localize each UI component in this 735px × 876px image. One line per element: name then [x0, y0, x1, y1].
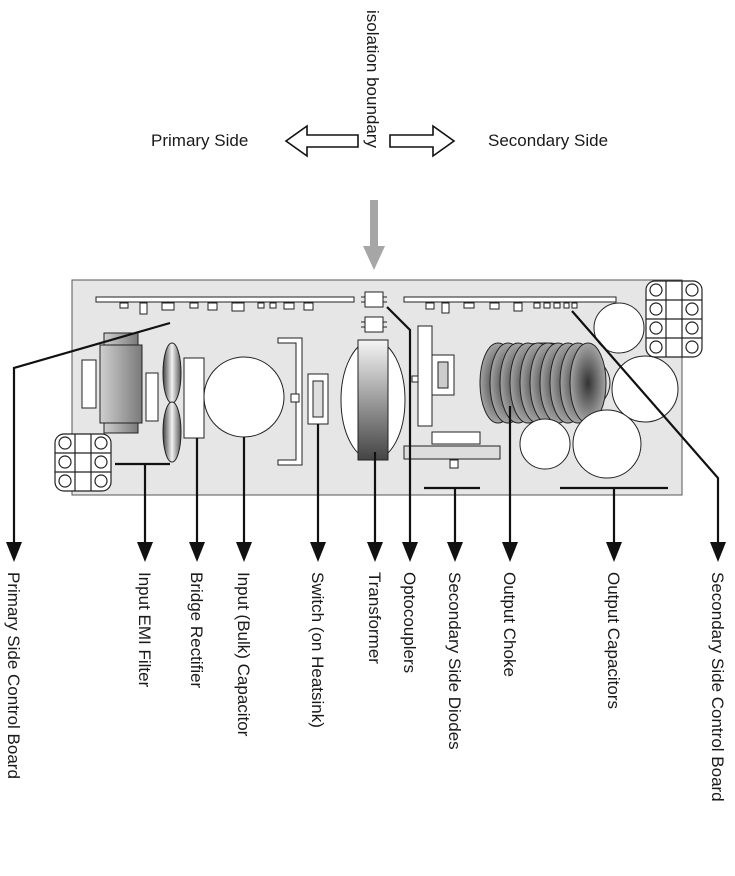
arrowhead-icon: [6, 542, 22, 562]
arrowhead-icon: [402, 542, 418, 562]
arrowhead-icon: [710, 542, 726, 562]
arrowhead-icon: [310, 542, 326, 562]
primary-side-label: Primary Side: [151, 131, 248, 150]
label-output-capacitors: Output Capacitors: [604, 572, 623, 709]
label-output-choke: Output Choke: [500, 572, 519, 677]
secondary-side-arrow-icon: [389, 124, 456, 158]
label-switch-on-heatsink: Switch (on Heatsink): [308, 572, 327, 728]
arrowhead-icon: [189, 542, 205, 562]
transformer-part: [340, 339, 406, 461]
switch-heatsink-part: [277, 337, 329, 466]
output-terminal-block: [645, 280, 703, 358]
output-choke-part: [479, 342, 611, 424]
leader-secondary-diodes: [424, 486, 480, 545]
leader-secondary-control: [571, 310, 720, 545]
label-secondary-side-diodes: Secondary Side Diodes: [445, 572, 464, 750]
leader-primary-control: [12, 321, 171, 545]
secondary-control-strip: [403, 296, 617, 303]
input-terminal-block: [54, 433, 112, 492]
label-bridge-rectifier: Bridge Rectifier: [187, 572, 206, 689]
secondary-smd-parts: [425, 302, 578, 314]
primary-smd-parts: [119, 302, 314, 315]
arrowhead-icon: [606, 542, 622, 562]
bulk-capacitor-part: [203, 356, 285, 438]
secondary-diodes-part: [403, 325, 501, 469]
label-optocouplers: Optocouplers: [400, 572, 419, 673]
arrowhead-icon: [367, 542, 383, 562]
leader-output-capacitors: [560, 486, 668, 545]
arrowhead-icon: [502, 542, 518, 562]
arrowhead-icon: [137, 542, 153, 562]
label-primary-side-control-board: Primary Side Control Board: [4, 572, 23, 779]
output-capacitor-parts: [519, 302, 679, 479]
secondary-side-label: Secondary Side: [488, 131, 608, 150]
leader-lines: [12, 306, 720, 545]
input-emi-filter-part: [81, 332, 159, 434]
primary-side-arrow-icon: [284, 124, 359, 158]
optocoupler-parts: [361, 291, 387, 333]
arrowhead-icon: [447, 542, 463, 562]
isolation-boundary-label: isolation boundary: [363, 10, 382, 148]
leader-optocouplers: [386, 306, 412, 545]
label-input-emi-filter: Input EMI Filter: [135, 572, 154, 688]
label-secondary-side-control-board: Secondary Side Control Board: [708, 572, 727, 802]
leader-arrowheads: [6, 542, 726, 562]
label-input-bulk-capacitor: Input (Bulk) Capacitor: [234, 572, 253, 737]
primary-control-strip: [95, 296, 355, 303]
isolation-boundary-arrow-icon: [363, 200, 385, 270]
arrowhead-icon: [236, 542, 252, 562]
label-transformer: Transformer: [365, 572, 384, 664]
leader-input-emi: [115, 462, 170, 545]
